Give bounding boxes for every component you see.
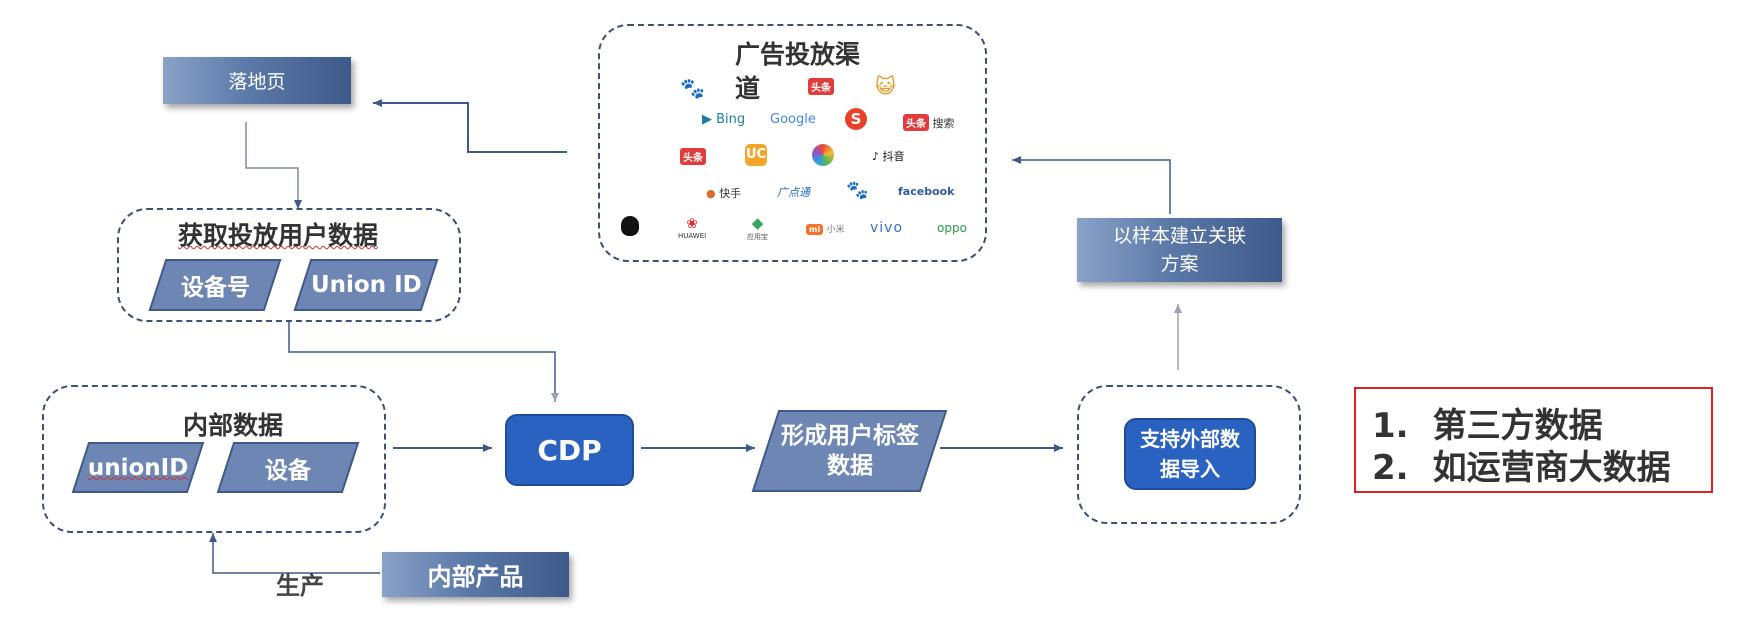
logo-toutiao-search: 头条 搜索	[903, 114, 955, 131]
produce-label: 生产	[276, 572, 324, 600]
baidu-paw-icon-2: 🐾	[846, 180, 869, 201]
device-internal-box: 设备	[216, 442, 360, 493]
arrow-landing-to-userdata	[245, 122, 302, 209]
logo-google: Google	[770, 112, 816, 127]
note-box: 1.第三方数据 2.如运营商大数据	[1354, 387, 1713, 493]
ad-channel-title: 广告投放渠道	[735, 40, 861, 103]
union-id-internal-box: unionID	[71, 442, 205, 493]
internal-product-box: 内部产品	[382, 552, 569, 597]
logo-bing: ▶ Bing	[702, 112, 746, 127]
arrow-ads-to-landing	[373, 99, 567, 153]
internal-data-title: 内部数据	[183, 411, 284, 440]
landing-page-box: 落地页	[163, 57, 351, 104]
logo-huawei: ❀HUAWEI	[678, 216, 707, 240]
360-color-icon	[812, 144, 834, 166]
apple-icon	[621, 216, 639, 236]
logo-yingyongbao: ◆应用宝	[747, 214, 768, 241]
baidu-paw-icon: 🐾	[680, 76, 705, 100]
note-line-2: 2.如运营商大数据	[1372, 448, 1671, 488]
uc-icon: UC	[745, 144, 767, 166]
logo-oppo: oppo	[937, 221, 967, 235]
device-id-box: 设备号	[148, 259, 282, 311]
arrow-sample-to-ads	[1012, 156, 1171, 214]
logo-guangdiantong: 广点通	[777, 186, 810, 199]
logo-douyin: ♪ 抖音	[872, 150, 905, 163]
arrow-userdata-to-cdp	[288, 320, 559, 402]
arrow-product-to-internal	[209, 533, 380, 574]
cdp-box: CDP	[505, 414, 634, 486]
get-user-data-title: 获取投放用户数据	[178, 221, 379, 250]
logo-kuaishou: ● 快手	[706, 187, 742, 200]
sogou-icon: S	[845, 108, 867, 130]
note-line-1: 1.第三方数据	[1372, 406, 1603, 446]
union-id-box: Union ID	[293, 259, 439, 311]
sample-association-box: 以样本建立关联方案	[1077, 218, 1282, 282]
external-import-box: 支持外部数据导入	[1124, 418, 1256, 490]
logo-xiaomi: mi 小米	[806, 222, 845, 235]
ad-channel-group	[598, 24, 987, 262]
cat-logo-icon: 😺	[875, 74, 896, 98]
user-tags-box: 形成用户标签数据	[751, 410, 948, 492]
logo-toutiao-2: 头条	[680, 148, 706, 165]
logo-vivo: vivo	[870, 220, 904, 236]
logo-toutiao-1: 头条	[808, 78, 834, 95]
logo-facebook: facebook	[898, 185, 955, 198]
